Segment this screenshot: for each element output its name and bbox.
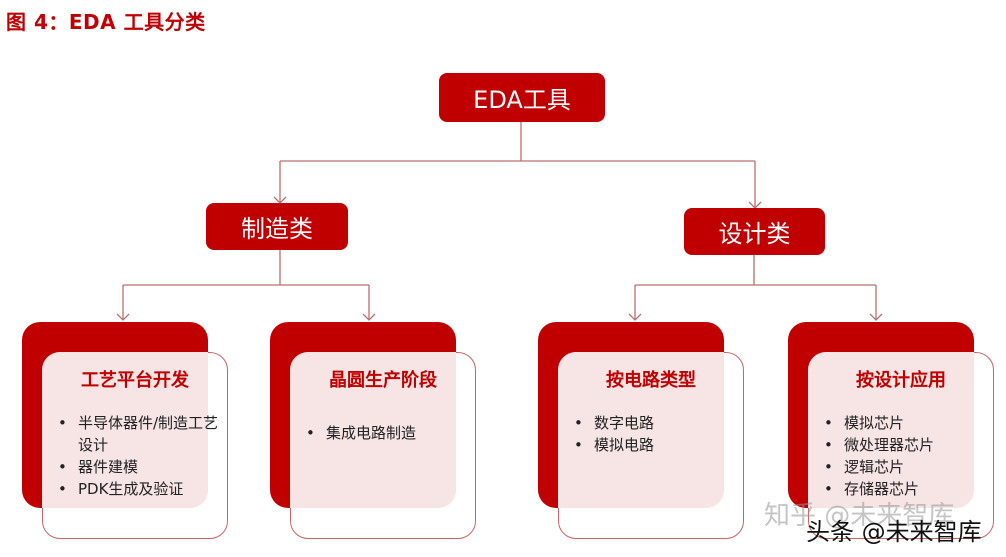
list-item: 器件建模: [58, 456, 228, 478]
card-list: 数字电路 模拟电路: [574, 412, 744, 456]
card-list: 模拟芯片 微处理器芯片 逻辑芯片 存储器芯片: [824, 412, 994, 500]
figure-title: 图 4：EDA 工具分类: [6, 10, 206, 34]
category-node-design: 设计类: [684, 208, 825, 255]
card-title: 按电路类型: [606, 370, 696, 391]
root-label: EDA工具: [473, 86, 571, 114]
list-item: 数字电路: [574, 412, 744, 434]
card-title: 按设计应用: [856, 370, 946, 391]
list-item: PDK生成及验证: [58, 478, 228, 500]
category-label: 设计类: [718, 220, 791, 248]
list-item: 存储器芯片: [824, 478, 994, 500]
card-title: 工艺平台开发: [81, 370, 189, 391]
watermark-toutiao: 头条 @未来智库: [806, 518, 982, 546]
list-item: 半导体器件/制造工艺设计: [58, 412, 228, 456]
card-list: 集成电路制造: [306, 422, 476, 444]
list-item: 模拟芯片: [824, 412, 994, 434]
category-label: 制造类: [241, 215, 313, 243]
list-item: 逻辑芯片: [824, 456, 994, 478]
list-item: 微处理器芯片: [824, 434, 994, 456]
card-title: 晶圆生产阶段: [329, 370, 437, 391]
watermark-zhihu: 知乎 @未来智库: [764, 501, 955, 531]
category-node-manufacturing: 制造类: [206, 203, 348, 250]
root-node-eda-tools: EDA工具: [439, 73, 605, 122]
card-list: 半导体器件/制造工艺设计 器件建模 PDK生成及验证: [58, 412, 228, 500]
list-item: 集成电路制造: [306, 422, 476, 444]
list-item: 模拟电路: [574, 434, 744, 456]
